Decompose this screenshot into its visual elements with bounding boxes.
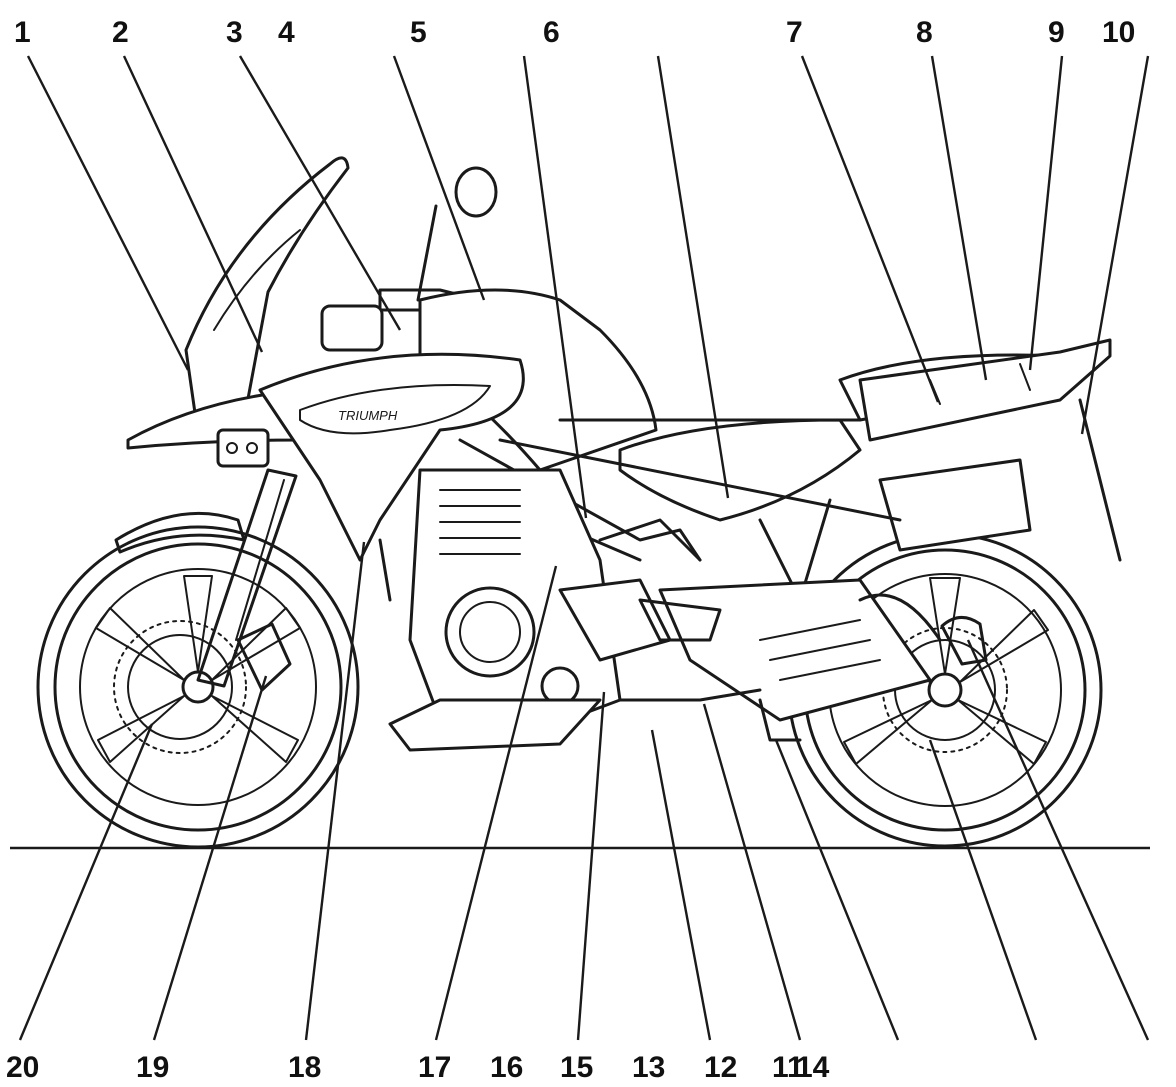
leader-18 [304, 541, 366, 1041]
front-wheel [36, 525, 360, 849]
leader-20 [18, 723, 154, 1041]
bottom-labels: 20 19 18 17 16 15 13 12 11 14 [6, 1051, 830, 1084]
label-18: 18 [288, 1051, 321, 1084]
leader-10 [1080, 55, 1150, 435]
leader-8 [930, 55, 988, 381]
side-stand [758, 698, 802, 742]
pannier [878, 458, 1032, 552]
leader-6 [522, 55, 588, 519]
leader-12 [650, 729, 712, 1041]
label-17: 17 [418, 1051, 451, 1084]
label-12: 12 [704, 1051, 737, 1084]
leader-unlabeled-top [656, 55, 730, 499]
leader-lines [18, 55, 1150, 1041]
label-3: 3 [226, 16, 243, 49]
leader-unlabeled-2 [928, 739, 1038, 1041]
leader-5 [392, 55, 486, 301]
label-8: 8 [916, 16, 933, 49]
label-13: 13 [632, 1051, 665, 1084]
sump-guard [388, 698, 602, 752]
label-15: 15 [560, 1051, 593, 1084]
label-10: 10 [1102, 16, 1135, 49]
mirror-stem [416, 204, 438, 302]
leader-1 [26, 55, 190, 371]
label-19: 19 [136, 1051, 169, 1084]
rider-seat [618, 418, 862, 522]
top-labels: 1 2 3 4 5 6 7 8 9 10 [14, 16, 1135, 49]
leader-7 [800, 55, 940, 403]
leader-17 [434, 565, 558, 1041]
side-fairing [258, 352, 525, 562]
label-20: 20 [6, 1051, 39, 1084]
label-7: 7 [786, 16, 803, 49]
leader-9 [1028, 55, 1064, 371]
label-5: 5 [410, 16, 427, 49]
windscreen [184, 156, 350, 422]
footpeg [638, 598, 722, 642]
label-9: 9 [1048, 16, 1065, 49]
luggage-rack [858, 338, 1112, 442]
leader-unlabeled-3 [966, 639, 1150, 1041]
motorcycle-illustration: TRIUMPH [36, 156, 1122, 849]
label-16: 16 [490, 1051, 523, 1084]
engine [408, 468, 672, 732]
brand-badge: TRIUMPH [338, 408, 398, 423]
leader-19 [152, 675, 268, 1041]
label-2: 2 [112, 16, 129, 49]
label-4: 4 [278, 16, 295, 49]
rear-hugger [1078, 398, 1122, 562]
leader-unlabeled-1 [774, 739, 900, 1041]
leader-2 [122, 55, 264, 353]
label-11: 11 [772, 1051, 804, 1084]
swingarm [658, 578, 942, 722]
exhaust-header [598, 518, 702, 562]
label-14: 14 [796, 1051, 830, 1084]
fog-light [216, 428, 270, 468]
label-1: 1 [14, 16, 31, 49]
gear-linkage [618, 688, 762, 702]
leader-15 [576, 691, 606, 1041]
label-6: 6 [543, 16, 560, 49]
leader-3 [238, 55, 402, 331]
front-fork [196, 468, 298, 692]
leader-11 [702, 703, 802, 1041]
mirror [454, 166, 498, 218]
